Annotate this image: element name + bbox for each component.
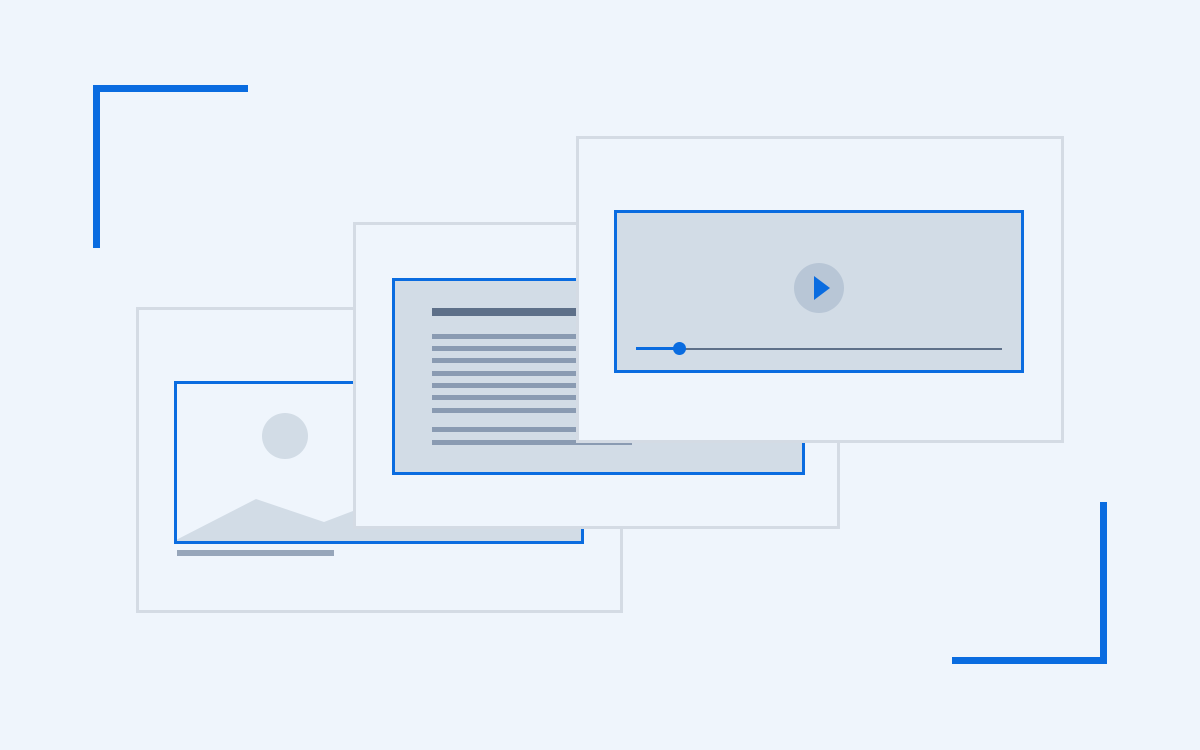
document-text-line xyxy=(432,358,632,363)
video-card xyxy=(576,136,1064,443)
play-icon xyxy=(814,276,830,300)
video-frame xyxy=(614,210,1024,373)
corner-bracket-bottom-right-vertical xyxy=(1100,502,1107,664)
video-progress-fill xyxy=(636,347,680,350)
play-button[interactable] xyxy=(794,263,844,313)
document-text-line xyxy=(432,334,632,339)
document-heading-line xyxy=(432,308,632,316)
corner-bracket-top-left-vertical xyxy=(93,85,100,248)
video-progress-knob[interactable] xyxy=(673,342,687,355)
image-sun-circle xyxy=(262,413,308,459)
document-text-line xyxy=(432,383,632,388)
document-lines-icon xyxy=(395,281,802,472)
document-text-line xyxy=(432,346,632,351)
document-text-line xyxy=(432,395,632,400)
document-text-line xyxy=(432,427,632,432)
video-progress-track[interactable] xyxy=(636,348,1002,350)
corner-bracket-top-left-horizontal xyxy=(93,85,248,92)
document-text-line xyxy=(432,371,632,376)
image-caption-line xyxy=(177,550,334,556)
corner-bracket-bottom-right-horizontal xyxy=(952,657,1107,664)
document-text-line xyxy=(432,440,632,445)
document-text-line xyxy=(432,408,632,413)
